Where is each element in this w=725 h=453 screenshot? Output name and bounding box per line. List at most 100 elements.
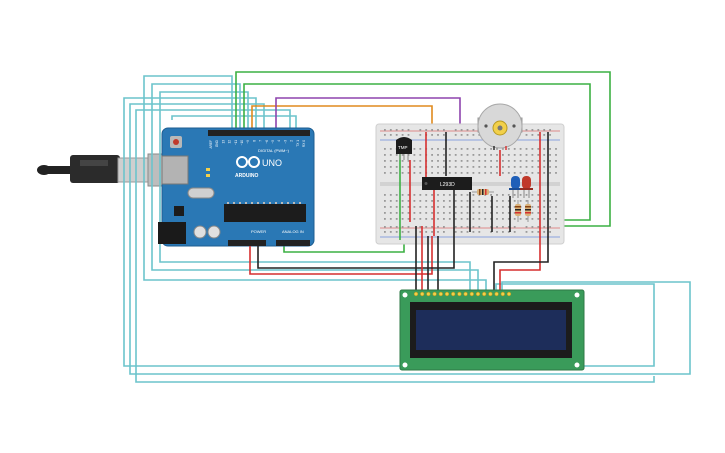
breadboard-hole[interactable]: [454, 200, 457, 202]
breadboard-hole[interactable]: [537, 206, 540, 208]
breadboard-hole[interactable]: [525, 166, 528, 168]
breadboard-hole[interactable]: [413, 166, 416, 168]
breadboard-hole[interactable]: [531, 166, 534, 168]
breadboard-hole[interactable]: [549, 160, 551, 162]
breadboard-hole[interactable]: [448, 148, 451, 150]
breadboard-hole[interactable]: [389, 129, 392, 131]
breadboard-hole[interactable]: [437, 166, 439, 168]
breadboard-hole[interactable]: [401, 166, 404, 168]
breadboard-hole[interactable]: [425, 206, 428, 208]
breadboard-hole[interactable]: [537, 226, 540, 228]
breadboard-hole[interactable]: [425, 194, 428, 196]
breadboard-hole[interactable]: [419, 218, 422, 220]
lcd-pin[interactable]: [413, 291, 419, 297]
breadboard-hole[interactable]: [413, 148, 416, 150]
breadboard-hole[interactable]: [460, 212, 463, 214]
breadboard-hole[interactable]: [401, 160, 404, 162]
breadboard-hole[interactable]: [531, 212, 534, 214]
breadboard-hole[interactable]: [496, 226, 498, 228]
breadboard-hole[interactable]: [407, 218, 410, 220]
resistor[interactable]: [525, 200, 531, 222]
breadboard-hole[interactable]: [395, 160, 398, 162]
breadboard-hole[interactable]: [537, 172, 540, 174]
breadboard-hole[interactable]: [490, 172, 492, 174]
breadboard-hole[interactable]: [490, 194, 492, 196]
breadboard-hole[interactable]: [502, 160, 504, 162]
breadboard-hole[interactable]: [537, 200, 540, 202]
breadboard-hole[interactable]: [472, 148, 475, 150]
breadboard-hole[interactable]: [555, 212, 557, 214]
lcd-pin[interactable]: [426, 291, 431, 297]
breadboard-hole[interactable]: [531, 134, 534, 136]
breadboard-hole[interactable]: [490, 148, 492, 150]
breadboard-hole[interactable]: [395, 231, 398, 233]
lcd-pin[interactable]: [500, 291, 505, 297]
power-wires[interactable]: [249, 226, 549, 292]
breadboard-hole[interactable]: [431, 194, 433, 196]
breadboard-hole[interactable]: [407, 160, 410, 162]
breadboard-hole[interactable]: [496, 206, 498, 208]
breadboard-hole[interactable]: [496, 166, 498, 168]
breadboard-hole[interactable]: [395, 226, 398, 228]
breadboard-hole[interactable]: [437, 226, 439, 228]
lcd-pin[interactable]: [506, 291, 512, 297]
breadboard-hole[interactable]: [507, 148, 510, 150]
breadboard-hole[interactable]: [384, 206, 386, 208]
lcd-pin[interactable]: [438, 291, 443, 297]
breadboard-hole[interactable]: [543, 148, 546, 150]
breadboard-hole[interactable]: [454, 218, 457, 220]
breadboard-hole[interactable]: [460, 206, 463, 208]
breadboard-hole[interactable]: [407, 200, 410, 202]
breadboard-hole[interactable]: [389, 148, 392, 150]
breadboard-hole[interactable]: [389, 194, 392, 196]
breadboard-hole[interactable]: [437, 129, 439, 131]
breadboard-hole[interactable]: [384, 148, 386, 150]
breadboard-hole[interactable]: [478, 172, 481, 174]
breadboard-hole[interactable]: [507, 212, 510, 214]
breadboard-hole[interactable]: [472, 231, 475, 233]
breadboard-hole[interactable]: [384, 212, 386, 214]
breadboard-hole[interactable]: [525, 160, 528, 162]
breadboard-hole[interactable]: [502, 172, 504, 174]
led-blue[interactable]: [509, 176, 522, 198]
breadboard-hole[interactable]: [525, 218, 528, 220]
breadboard-hole[interactable]: [437, 231, 439, 233]
motor-driver-ic[interactable]: L293D: [422, 177, 472, 190]
breadboard-hole[interactable]: [395, 200, 398, 202]
breadboard-hole[interactable]: [537, 212, 540, 214]
breadboard-hole[interactable]: [401, 206, 404, 208]
breadboard-hole[interactable]: [460, 218, 463, 220]
breadboard-hole[interactable]: [395, 172, 398, 174]
breadboard-hole[interactable]: [555, 154, 557, 156]
breadboard-hole[interactable]: [549, 212, 551, 214]
breadboard-hole[interactable]: [513, 212, 516, 214]
breadboard-hole[interactable]: [454, 172, 457, 174]
breadboard-hole[interactable]: [549, 200, 551, 202]
breadboard-hole[interactable]: [413, 160, 416, 162]
breadboard-hole[interactable]: [419, 172, 422, 174]
breadboard-hole[interactable]: [549, 148, 551, 150]
breadboard-hole[interactable]: [543, 226, 546, 228]
breadboard-hole[interactable]: [531, 231, 534, 233]
breadboard-hole[interactable]: [466, 166, 469, 168]
breadboard-hole[interactable]: [395, 212, 398, 214]
breadboard-hole[interactable]: [537, 129, 540, 131]
breadboard-hole[interactable]: [437, 154, 439, 156]
breadboard-hole[interactable]: [413, 200, 416, 202]
breadboard-hole[interactable]: [466, 148, 469, 150]
breadboard-hole[interactable]: [454, 154, 457, 156]
breadboard-hole[interactable]: [543, 218, 546, 220]
breadboard-hole[interactable]: [496, 148, 498, 150]
breadboard-hole[interactable]: [466, 226, 469, 228]
breadboard-hole[interactable]: [472, 200, 475, 202]
breadboard-hole[interactable]: [513, 231, 516, 233]
breadboard-hole[interactable]: [513, 226, 516, 228]
breadboard-hole[interactable]: [431, 148, 433, 150]
breadboard-hole[interactable]: [543, 172, 546, 174]
lcd-pin[interactable]: [469, 291, 474, 297]
breadboard-hole[interactable]: [502, 166, 504, 168]
breadboard-hole[interactable]: [448, 194, 451, 196]
breadboard-hole[interactable]: [384, 218, 386, 220]
breadboard-hole[interactable]: [460, 160, 463, 162]
breadboard-hole[interactable]: [543, 231, 546, 233]
